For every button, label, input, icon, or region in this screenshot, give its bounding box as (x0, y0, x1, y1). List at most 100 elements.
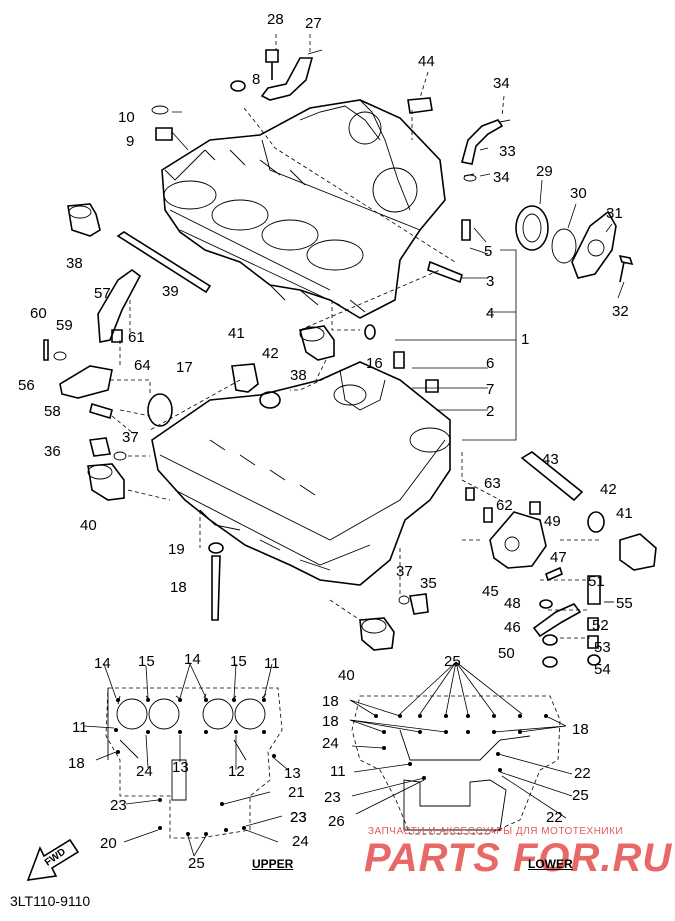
callout-number: 59 (56, 317, 73, 334)
callout-number: 24 (292, 833, 309, 850)
callout-number: 25 (444, 653, 461, 670)
callout-number: 22 (546, 809, 563, 826)
callout-number: 19 (168, 541, 185, 558)
callout-number: 53 (594, 639, 611, 656)
callout-number: 1 (521, 331, 529, 348)
callout-number: 37 (122, 429, 139, 446)
callout-number: 36 (44, 443, 61, 460)
callout-number: 42 (262, 345, 279, 362)
callout-number: 46 (504, 619, 521, 636)
callout-number: 64 (134, 357, 151, 374)
callout-number: 13 (284, 765, 301, 782)
callout-number: 35 (420, 575, 437, 592)
callout-number: 22 (574, 765, 591, 782)
callout-number: 24 (136, 763, 153, 780)
callout-number: 25 (188, 855, 205, 872)
callout-number: 41 (228, 325, 245, 342)
callout-number: 42 (600, 481, 617, 498)
callout-number: 54 (594, 661, 611, 678)
callout-number: 18 (68, 755, 85, 772)
callout-number: 11 (330, 763, 346, 780)
callout-number: 13 (172, 759, 189, 776)
callout-number: 51 (588, 573, 605, 590)
callout-number: 50 (498, 645, 515, 662)
callout-number: 48 (504, 595, 521, 612)
callout-number: 61 (128, 329, 145, 346)
callout-number: 11 (264, 655, 280, 672)
callout-number: 26 (328, 813, 345, 830)
watermark-caption: ЗАПЧАСТИ И АКСЕССУАРЫ ДЛЯ МОТОТЕХНИКИ (368, 826, 624, 837)
lower-view-label: LOWER (528, 857, 573, 871)
callout-number: 23 (290, 809, 307, 826)
document-code: 3LT110-9110 (10, 893, 91, 909)
lower-bolt-pattern (349, 661, 573, 835)
callout-number: 15 (138, 653, 155, 670)
callout-number: 25 (572, 787, 589, 804)
callout-number: 17 (176, 359, 193, 376)
callout-number: 18 (572, 721, 589, 738)
upper-crankcase-drawing (161, 99, 446, 319)
callout-number: 34 (493, 75, 510, 92)
callout-number: 18 (170, 579, 187, 596)
callout-number: 10 (118, 109, 135, 126)
callout-number: 47 (550, 549, 567, 566)
callout-number: 38 (66, 255, 83, 272)
callout-number: 62 (496, 497, 513, 514)
lower-crankcase-drawing (151, 361, 451, 586)
callout-number: 63 (484, 475, 501, 492)
callout-number: 31 (606, 205, 623, 222)
callout-number: 15 (230, 653, 247, 670)
callout-number: 18 (322, 713, 339, 730)
callout-number: 45 (482, 583, 499, 600)
callout-number: 32 (612, 303, 629, 320)
callout-number: 20 (100, 835, 117, 852)
callout-number: 23 (324, 789, 341, 806)
callout-number: 11 (72, 719, 88, 736)
callout-number: 55 (616, 595, 633, 612)
callout-number: 23 (290, 809, 307, 826)
callout-number: 28 (267, 11, 284, 28)
callout-number: 27 (305, 15, 322, 32)
upper-view-label: UPPER (252, 857, 294, 871)
callout-number: 58 (44, 403, 61, 420)
callout-number: 30 (570, 185, 587, 202)
callout-number: 18 (322, 693, 339, 710)
callout-number: 4 (486, 305, 494, 322)
callout-number: 57 (94, 285, 111, 302)
callout-number: 23 (110, 797, 127, 814)
callout-number: 5 (484, 243, 492, 260)
callout-number: 56 (18, 377, 35, 394)
callout-number: 12 (228, 763, 245, 780)
callout-number: 38 (290, 367, 307, 384)
callout-number: 14 (184, 651, 201, 668)
callout-number: 2 (486, 403, 494, 420)
callout-number: 43 (542, 451, 559, 468)
callout-number: 24 (322, 735, 339, 752)
callout-number: 14 (94, 655, 111, 672)
callout-number: 41 (616, 505, 633, 522)
watermark-logo: PARTS FOR.RU (364, 836, 673, 880)
callout-number: 52 (592, 617, 609, 634)
small-parts-drawing (43, 49, 657, 668)
callout-number: 37 (396, 563, 413, 580)
callout-number: 8 (252, 71, 260, 88)
callout-number: 9 (126, 133, 134, 150)
callout-number: 21 (288, 784, 305, 801)
callout-number: 60 (30, 305, 47, 322)
callout-number: 44 (418, 53, 435, 70)
callout-number: 40 (338, 667, 355, 684)
upper-bolt-pattern (83, 663, 289, 857)
forward-arrow (26, 838, 80, 881)
callout-number: 39 (162, 283, 179, 300)
callout-number: 29 (536, 163, 553, 180)
leader-lines (110, 34, 625, 639)
callout-number: 16 (366, 355, 383, 372)
callout-number: 33 (499, 143, 516, 160)
callout-number: 7 (486, 381, 494, 398)
callout-number: 3 (486, 273, 494, 290)
callout-number: 34 (493, 169, 510, 186)
callout-number: 49 (544, 513, 561, 530)
